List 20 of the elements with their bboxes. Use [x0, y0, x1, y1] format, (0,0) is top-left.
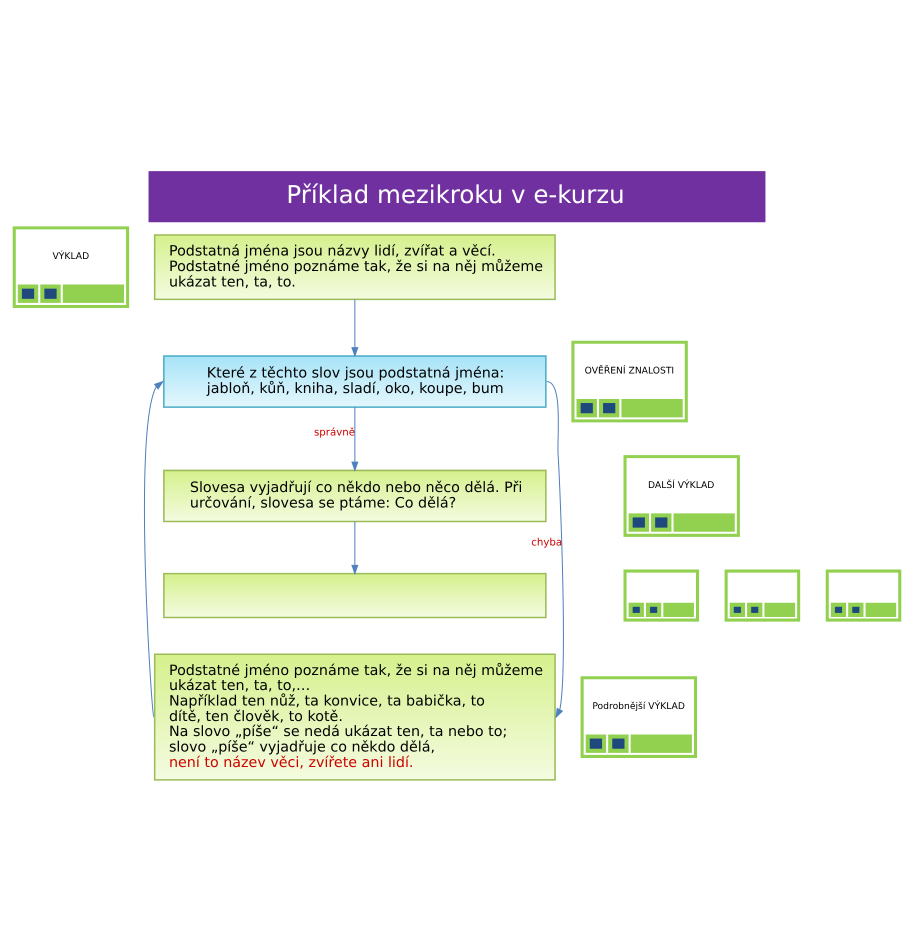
node-box: Podstatná jména jsou názvy lidí, zvířat a věcí. Podstatné jméno poznáme tak, že si na něj můžeme ukázat ten, ta, to. — [154, 234, 556, 300]
node-box: DALŠÍ VÝKLAD — [623, 455, 740, 537]
arrow — [351, 522, 358, 576]
node-box: Které z těchto slov jsou podstatná jména: jabloň, kůň, kniha, sladí, oko, koupe, bum — [163, 355, 547, 408]
arrow — [546, 381, 564, 718]
node-box: Podstatné jméno poznáme tak, že si na něj můžeme ukázat ten, ta, to,… Například ten nůž, ta konvice, ta babička, to dítě, ten člověk, to kotě. Na slovo „píše“ se nedá ukázat ten, ta nebo to; slovo „píše“ vyjadřuje co někdo dělá, není to název věci, zvířete ani lidí. — [154, 654, 556, 781]
node-box: Slovesa vyjadřují co někdo nebo něco dělá. Při určování, slovesa se ptáme: Co dělá? — [163, 470, 547, 522]
node-box: Podrobnější VÝKLAD — [580, 676, 698, 758]
edge-label: správně — [314, 428, 356, 439]
node-box: VÝKLAD — [12, 226, 130, 308]
arrow — [144, 380, 164, 718]
arrow — [351, 407, 358, 472]
node-box — [623, 570, 700, 622]
arrow — [351, 300, 358, 358]
node-box — [724, 570, 800, 622]
node-box: OVĚŘENÍ ZNALOSTI — [571, 340, 688, 422]
node-box — [826, 570, 902, 622]
node-box — [163, 572, 547, 618]
edge-label: chyba — [531, 538, 562, 549]
diagram-title: Příklad mezikroku v e-kurzu — [286, 180, 625, 210]
